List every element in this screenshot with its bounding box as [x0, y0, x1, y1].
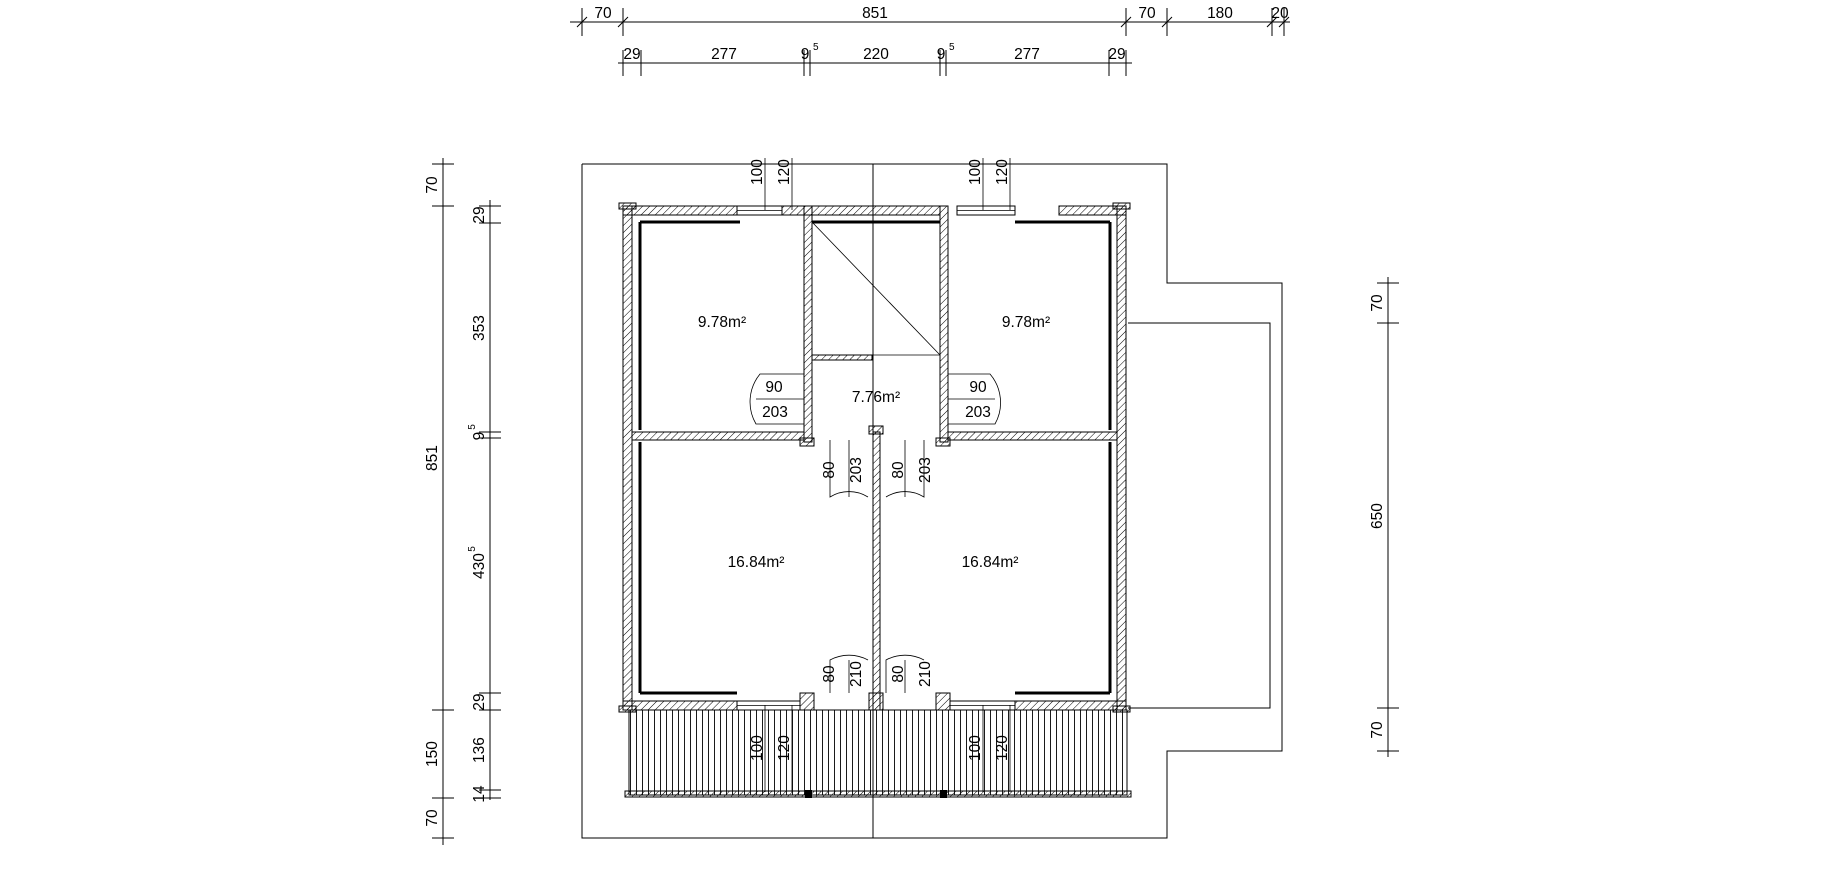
dim-top2-9-left-sup: 5: [813, 42, 819, 53]
room-area-bottom-left: 16.84m²: [728, 554, 785, 571]
dim-top2-277-left: 277: [711, 46, 737, 63]
room-area-hall: 7.76m²: [852, 389, 900, 406]
room-area-bottom-right: 16.84m²: [962, 554, 1019, 571]
window-dim-width: 100: [967, 735, 984, 761]
dim-left-29-top: 29: [471, 206, 488, 223]
window-dim-height: 120: [994, 159, 1011, 185]
door-width-label: 80: [890, 461, 907, 479]
door-height-label: 210: [917, 661, 934, 687]
door-width-label: 80: [821, 665, 838, 683]
dim-left-9-sup: 5: [467, 424, 478, 430]
dim-left-9: 9: [471, 432, 488, 441]
door-width-label: 90: [765, 379, 783, 396]
window-dim-width: 100: [749, 735, 766, 761]
dim-left-29-bottom: 29: [471, 693, 488, 710]
room-area-top-right: 9.78m²: [1002, 314, 1050, 331]
dim-top-20: 20: [1271, 5, 1289, 22]
walls: [618, 202, 1131, 713]
window-dim-width: 100: [967, 159, 984, 185]
dim-left-430-sup: 5: [467, 546, 478, 552]
left-dimensions: 70 851 150 70 29 353 9 5 430 5 29 136 14: [424, 158, 501, 845]
dim-left-14: 14: [471, 785, 488, 803]
top-dimension-row-1: 70 851 70 180 20: [570, 5, 1290, 36]
dim-top2-9-right: 9: [937, 46, 946, 63]
dim-left-70-bottom: 70: [424, 809, 441, 827]
door-height-label: 210: [848, 661, 865, 687]
door-height-label: 203: [848, 457, 865, 483]
dim-top-70-left: 70: [594, 5, 612, 22]
dim-left-150: 150: [424, 741, 441, 767]
top-dimension-row-2: 29 277 9 5 220 9 5 277 29: [618, 42, 1132, 76]
windows: [736, 205, 1016, 711]
terrace-post: [805, 790, 812, 798]
dim-top2-29-right: 29: [1108, 46, 1125, 63]
dim-right-70-bottom: 70: [1369, 721, 1386, 739]
window-dimension-leaders: 100 120 100 120 100 120 100 120: [749, 158, 1011, 792]
door-width-label: 80: [890, 665, 907, 683]
door-labels: 90 203 90 203 80 203 80 203 80 210 80 21…: [762, 379, 991, 687]
door-height-label: 203: [965, 404, 991, 421]
window-dim-height: 120: [776, 159, 793, 185]
dim-top2-29-left: 29: [623, 46, 640, 63]
dim-left-136: 136: [471, 737, 488, 763]
dim-right-650: 650: [1369, 503, 1386, 529]
right-dimensions: 70 650 70: [1369, 277, 1399, 757]
dim-left-353: 353: [471, 315, 488, 341]
window-dim-height: 120: [994, 735, 1011, 761]
dim-left-70-top: 70: [424, 176, 441, 194]
door-height-label: 203: [917, 457, 934, 483]
terrace-deck: [628, 709, 1128, 796]
dim-top2-9-left: 9: [801, 46, 810, 63]
door-width-label: 90: [969, 379, 987, 396]
dim-left-430: 430: [471, 553, 488, 579]
door-height-label: 203: [762, 404, 788, 421]
dim-top2-9-right-sup: 5: [949, 42, 955, 53]
dim-left-851: 851: [424, 445, 441, 471]
dim-top-180: 180: [1207, 5, 1233, 22]
dim-top-851: 851: [862, 5, 888, 22]
dim-right-70-top: 70: [1369, 294, 1386, 312]
door-width-label: 80: [821, 461, 838, 479]
dim-top2-277-right: 277: [1014, 46, 1040, 63]
window-dim-width: 100: [749, 159, 766, 185]
dim-top2-220: 220: [863, 46, 889, 63]
room-area-top-left: 9.78m²: [698, 314, 746, 331]
doors: [749, 373, 1001, 693]
window-dim-height: 120: [776, 735, 793, 761]
terrace-edge-beam: [624, 790, 1132, 798]
dim-top-70-right: 70: [1138, 5, 1156, 22]
terrace-post: [940, 790, 947, 798]
staircase: [811, 221, 941, 356]
